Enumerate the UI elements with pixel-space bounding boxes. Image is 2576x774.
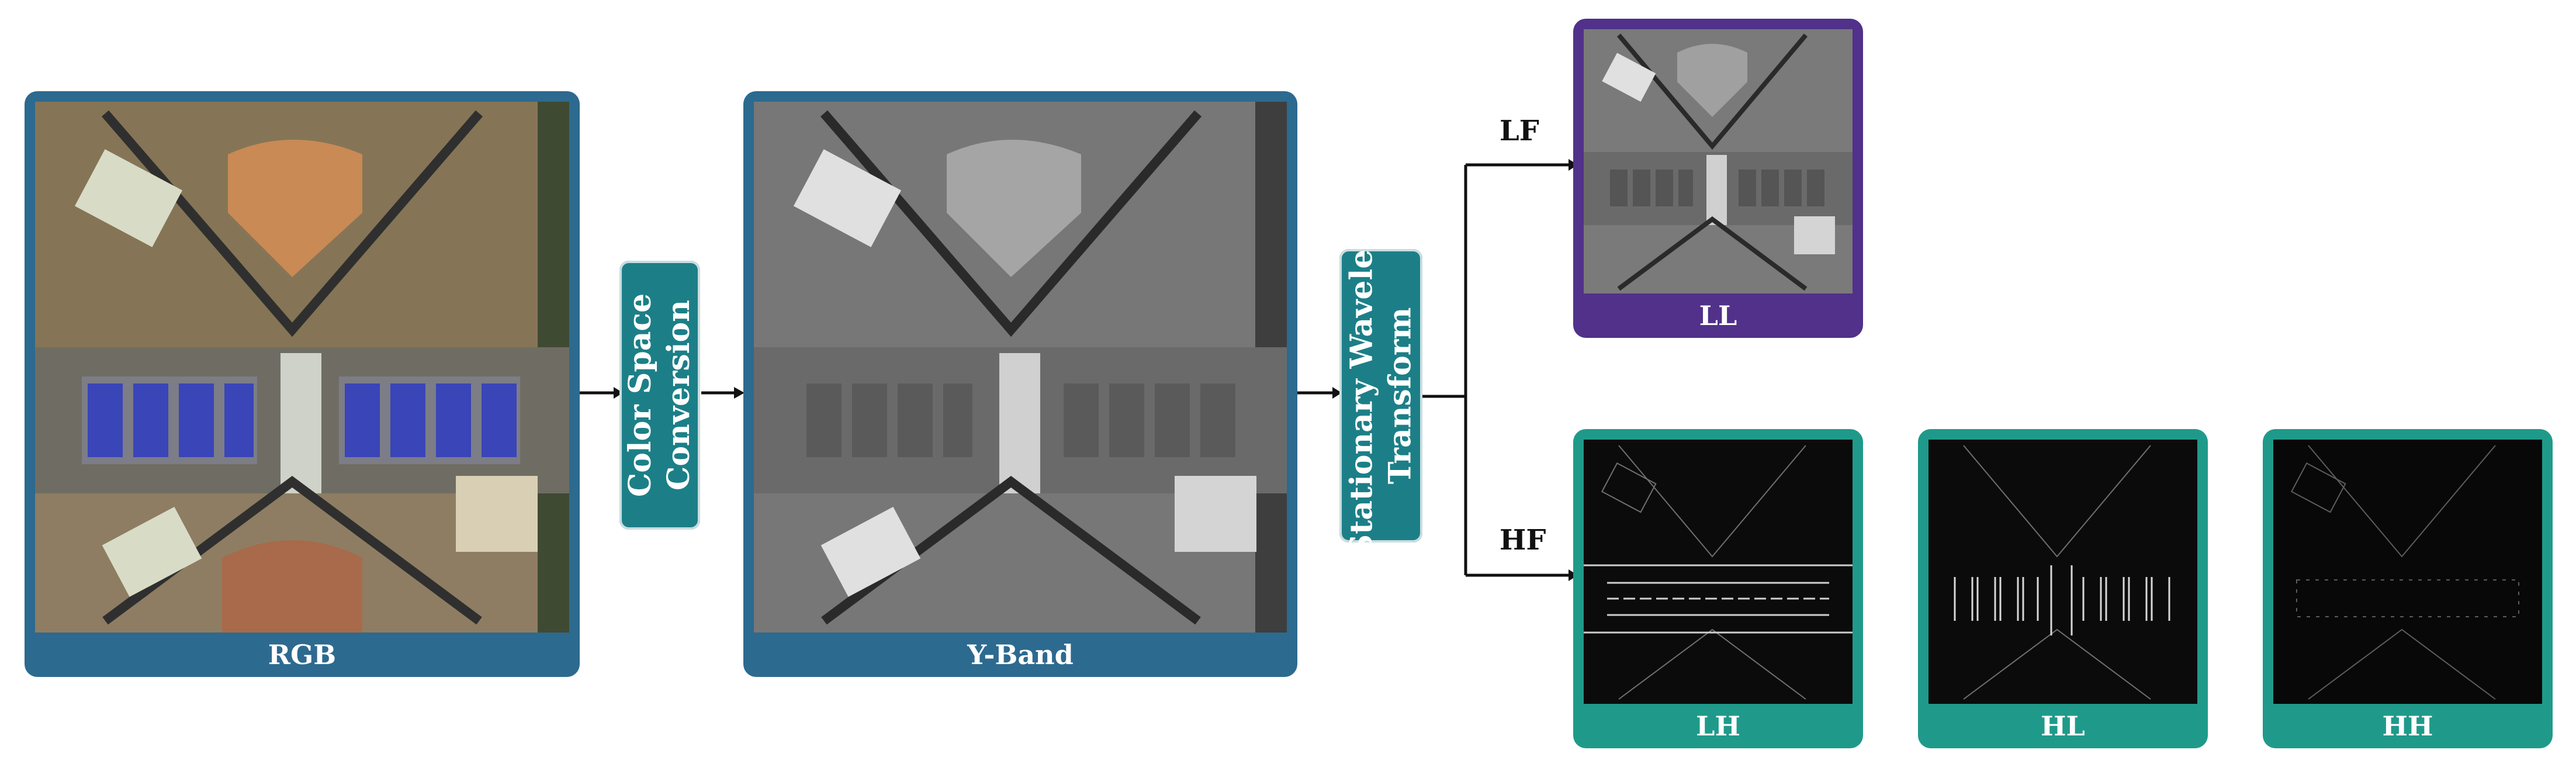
ll-caption: LL	[1573, 293, 1863, 338]
csc-label-line2: Conversion	[660, 293, 698, 497]
rgb-image	[35, 102, 569, 633]
hh-detail-illustration	[2273, 440, 2542, 704]
rgb-panel: RGB	[25, 91, 580, 677]
lh-image	[1584, 440, 1853, 704]
ll-aerial-illustration	[1584, 29, 1853, 293]
rgb-caption: RGB	[25, 633, 580, 677]
ll-image	[1584, 29, 1853, 293]
lf-label: LF	[1500, 115, 1539, 147]
swt-label-line1: Stationary Wavelet	[1342, 236, 1381, 557]
yband-aerial-illustration	[754, 102, 1287, 633]
yband-panel: Y-Band	[743, 91, 1297, 677]
lh-detail-illustration	[1584, 440, 1853, 704]
rgb-aerial-illustration	[35, 102, 569, 633]
csc-label-line1: Color Space	[621, 293, 660, 497]
hl-detail-illustration	[1928, 440, 2197, 704]
stationary-wavelet-transform-box: Stationary Wavelet Transform	[1339, 249, 1422, 543]
hf-label: HF	[1500, 524, 1546, 557]
hh-panel: HH	[2263, 429, 2553, 748]
lh-caption: LH	[1573, 704, 1863, 748]
swt-label-line2: Transform	[1381, 236, 1419, 557]
lh-panel: LH	[1573, 429, 1863, 748]
hh-caption: HH	[2263, 704, 2553, 748]
color-space-conversion-box: Color Space Conversion	[619, 261, 700, 530]
hl-caption: HL	[1918, 704, 2208, 748]
hl-image	[1928, 440, 2197, 704]
ll-panel: LL	[1573, 19, 1863, 338]
yband-image	[754, 102, 1287, 633]
hl-panel: HL	[1918, 429, 2208, 748]
yband-caption: Y-Band	[743, 633, 1297, 677]
hh-image	[2273, 440, 2542, 704]
